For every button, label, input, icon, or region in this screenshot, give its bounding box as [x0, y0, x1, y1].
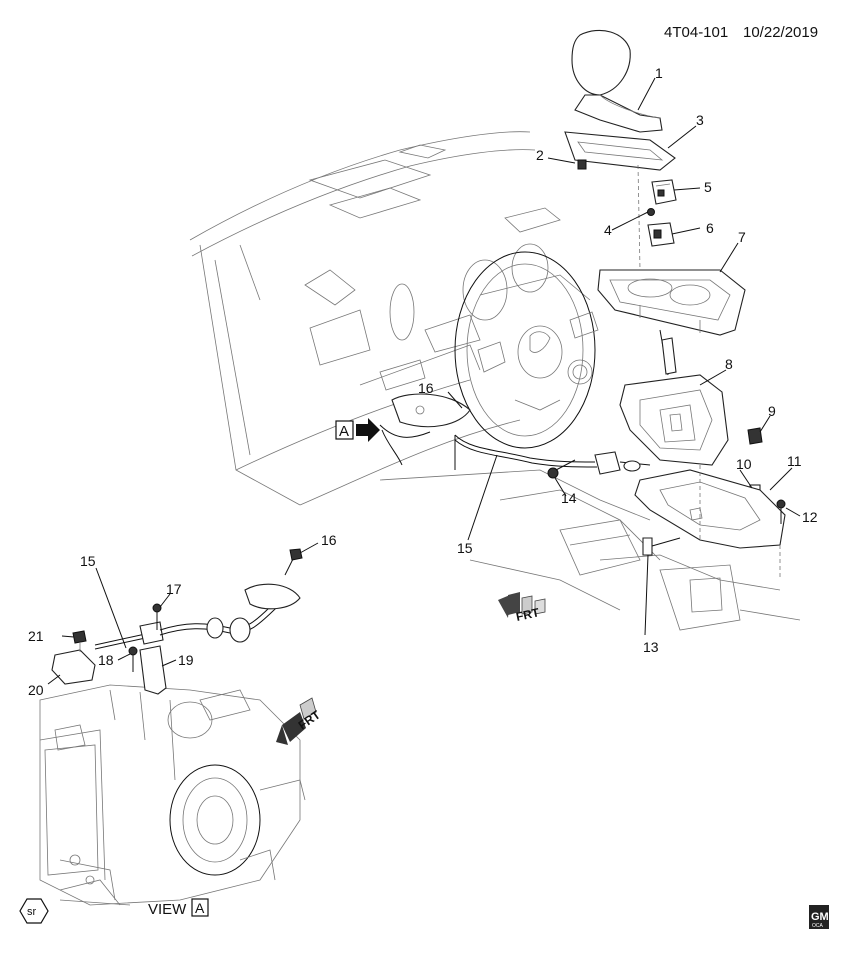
transaxle-drawing: [39, 684, 306, 906]
part-bolt-17: [152, 603, 162, 630]
callout-3: 3: [696, 112, 704, 128]
part-bolt-4: [647, 208, 655, 216]
frt-arrow-lower: [276, 697, 317, 745]
upper-shift-cable: [379, 393, 651, 475]
part-nut-21: [72, 630, 87, 644]
alignment-line: [637, 164, 641, 271]
callout-12: 12: [802, 509, 818, 525]
view-a-marker: A: [335, 418, 380, 442]
callout-20: 20: [28, 682, 44, 698]
part-bracket-20: [51, 649, 96, 685]
callout-21: 21: [28, 628, 44, 644]
lower-shift-cable: [94, 554, 301, 650]
part-connector: [747, 427, 763, 445]
callout-1: 1: [655, 65, 663, 81]
callout-15-lower: 15: [80, 553, 96, 569]
part-bolt-12: [776, 499, 786, 524]
callout-10: 10: [736, 456, 752, 472]
part-console-tray: [597, 269, 746, 336]
part-module-upper: [651, 179, 677, 205]
callout-7: 7: [738, 229, 746, 245]
part-bolt-18: [128, 646, 138, 672]
part-bracket-19: [139, 645, 167, 695]
sr-badge: sr: [19, 898, 49, 924]
callout-2: 2: [536, 147, 544, 163]
part-module-lower: [647, 222, 675, 247]
instrument-panel-drawing: [189, 131, 599, 506]
part-bolt-13: [642, 537, 681, 556]
part-shifter-assembly: [619, 329, 729, 466]
callout-18: 18: [98, 652, 114, 668]
part-nut-16-lower: [289, 548, 303, 561]
svg-text:A: A: [195, 900, 205, 916]
callout-6: 6: [706, 220, 714, 236]
frt-arrow-upper: [498, 592, 546, 618]
part-clip: [577, 159, 587, 170]
svg-text:VIEW: VIEW: [148, 901, 187, 918]
part-bracket: [634, 469, 786, 549]
callout-16-lower: 16: [321, 532, 337, 548]
callout-19: 19: [178, 652, 194, 668]
callout-labels: 1 2 3 4 5 6 7 8 9 10 11 12 13 14 15 16 1…: [28, 65, 818, 698]
view-a-label: VIEW A: [148, 898, 209, 918]
svg-text:GM: GM: [811, 911, 829, 923]
gm-logo: GM OCA: [809, 905, 829, 929]
part-trim-bezel: [564, 131, 676, 171]
floor-structure: [379, 469, 801, 631]
part-bolt-14: [547, 459, 576, 479]
svg-text:A: A: [339, 423, 349, 440]
callout-5: 5: [704, 179, 712, 195]
callout-8: 8: [725, 356, 733, 372]
callout-16-upper: 16: [418, 380, 434, 396]
callout-13: 13: [643, 639, 659, 655]
drawing-date: 10/22/2019: [743, 24, 818, 41]
leader-lines: [47, 77, 801, 685]
callout-4: 4: [604, 222, 612, 238]
drawing-id: 4T04-101: [664, 24, 728, 41]
part-shift-boot: [571, 29, 663, 133]
frt-label-upper: FRT: [515, 605, 541, 624]
callout-9: 9: [768, 403, 776, 419]
callout-14: 14: [561, 490, 577, 506]
callout-17: 17: [166, 581, 182, 597]
svg-text:sr: sr: [27, 906, 37, 918]
svg-text:OCA: OCA: [812, 923, 824, 929]
callout-15-upper: 15: [457, 540, 473, 556]
callout-11: 11: [787, 453, 802, 469]
